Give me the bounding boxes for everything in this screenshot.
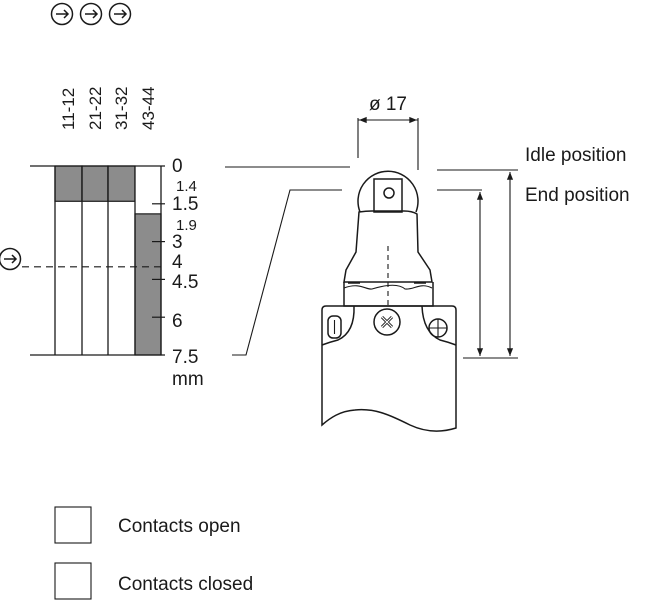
unit-label: mm: [172, 369, 204, 390]
diameter-label: ø 17: [369, 94, 407, 115]
legend-open-swatch: [54, 506, 92, 544]
travel-scale: 0 1.4 1.5 1.9 3 4 4.5 6 7.5 mm: [172, 156, 204, 390]
tick-label: 1.9: [176, 217, 197, 234]
legend-closed-swatch: [54, 562, 92, 600]
end-leader-line: [232, 189, 342, 356]
end-position-label: End position: [525, 185, 630, 206]
contact-closed-bar: [107, 165, 136, 202]
screw-icon: [373, 308, 401, 336]
tick-label: 1.4: [176, 178, 197, 195]
contact-label: 31-32: [112, 87, 131, 130]
tick-label: 4: [172, 252, 183, 273]
tick-label: 3: [172, 232, 183, 253]
contact-label: 43-44: [139, 87, 158, 130]
switch-body: [321, 305, 457, 432]
contact-label: 21-22: [86, 87, 105, 130]
actuation-arrow-icon: [0, 247, 22, 271]
contact-closed-bar: [54, 165, 83, 202]
legend: Contacts open Contacts closed: [54, 506, 253, 600]
idle-position-label: Idle position: [525, 145, 626, 166]
tick-label: 1.5: [172, 194, 198, 215]
tick-label: 4.5: [172, 272, 198, 293]
direction-arrow-icon: [108, 2, 132, 26]
contact-closed-bar: [81, 165, 109, 202]
contact-label: 11-12: [59, 88, 78, 130]
contact-labels: 11-12 21-22 31-32 43-44: [59, 87, 158, 130]
roller: [357, 170, 419, 213]
limit-switch-drawing: [321, 170, 457, 432]
direction-arrow-icon: [50, 2, 74, 26]
plunger-housing: [343, 210, 433, 283]
legend-closed-label: Contacts closed: [118, 574, 253, 595]
contact-closed-bar: [134, 213, 162, 356]
contact-travel-chart: [22, 165, 165, 356]
tick-label: 6: [172, 311, 183, 332]
direction-arrow-icon: [79, 2, 103, 26]
legend-open-label: Contacts open: [118, 516, 241, 537]
tick-label: 7.5: [172, 347, 198, 368]
tick-label: 0: [172, 156, 183, 177]
